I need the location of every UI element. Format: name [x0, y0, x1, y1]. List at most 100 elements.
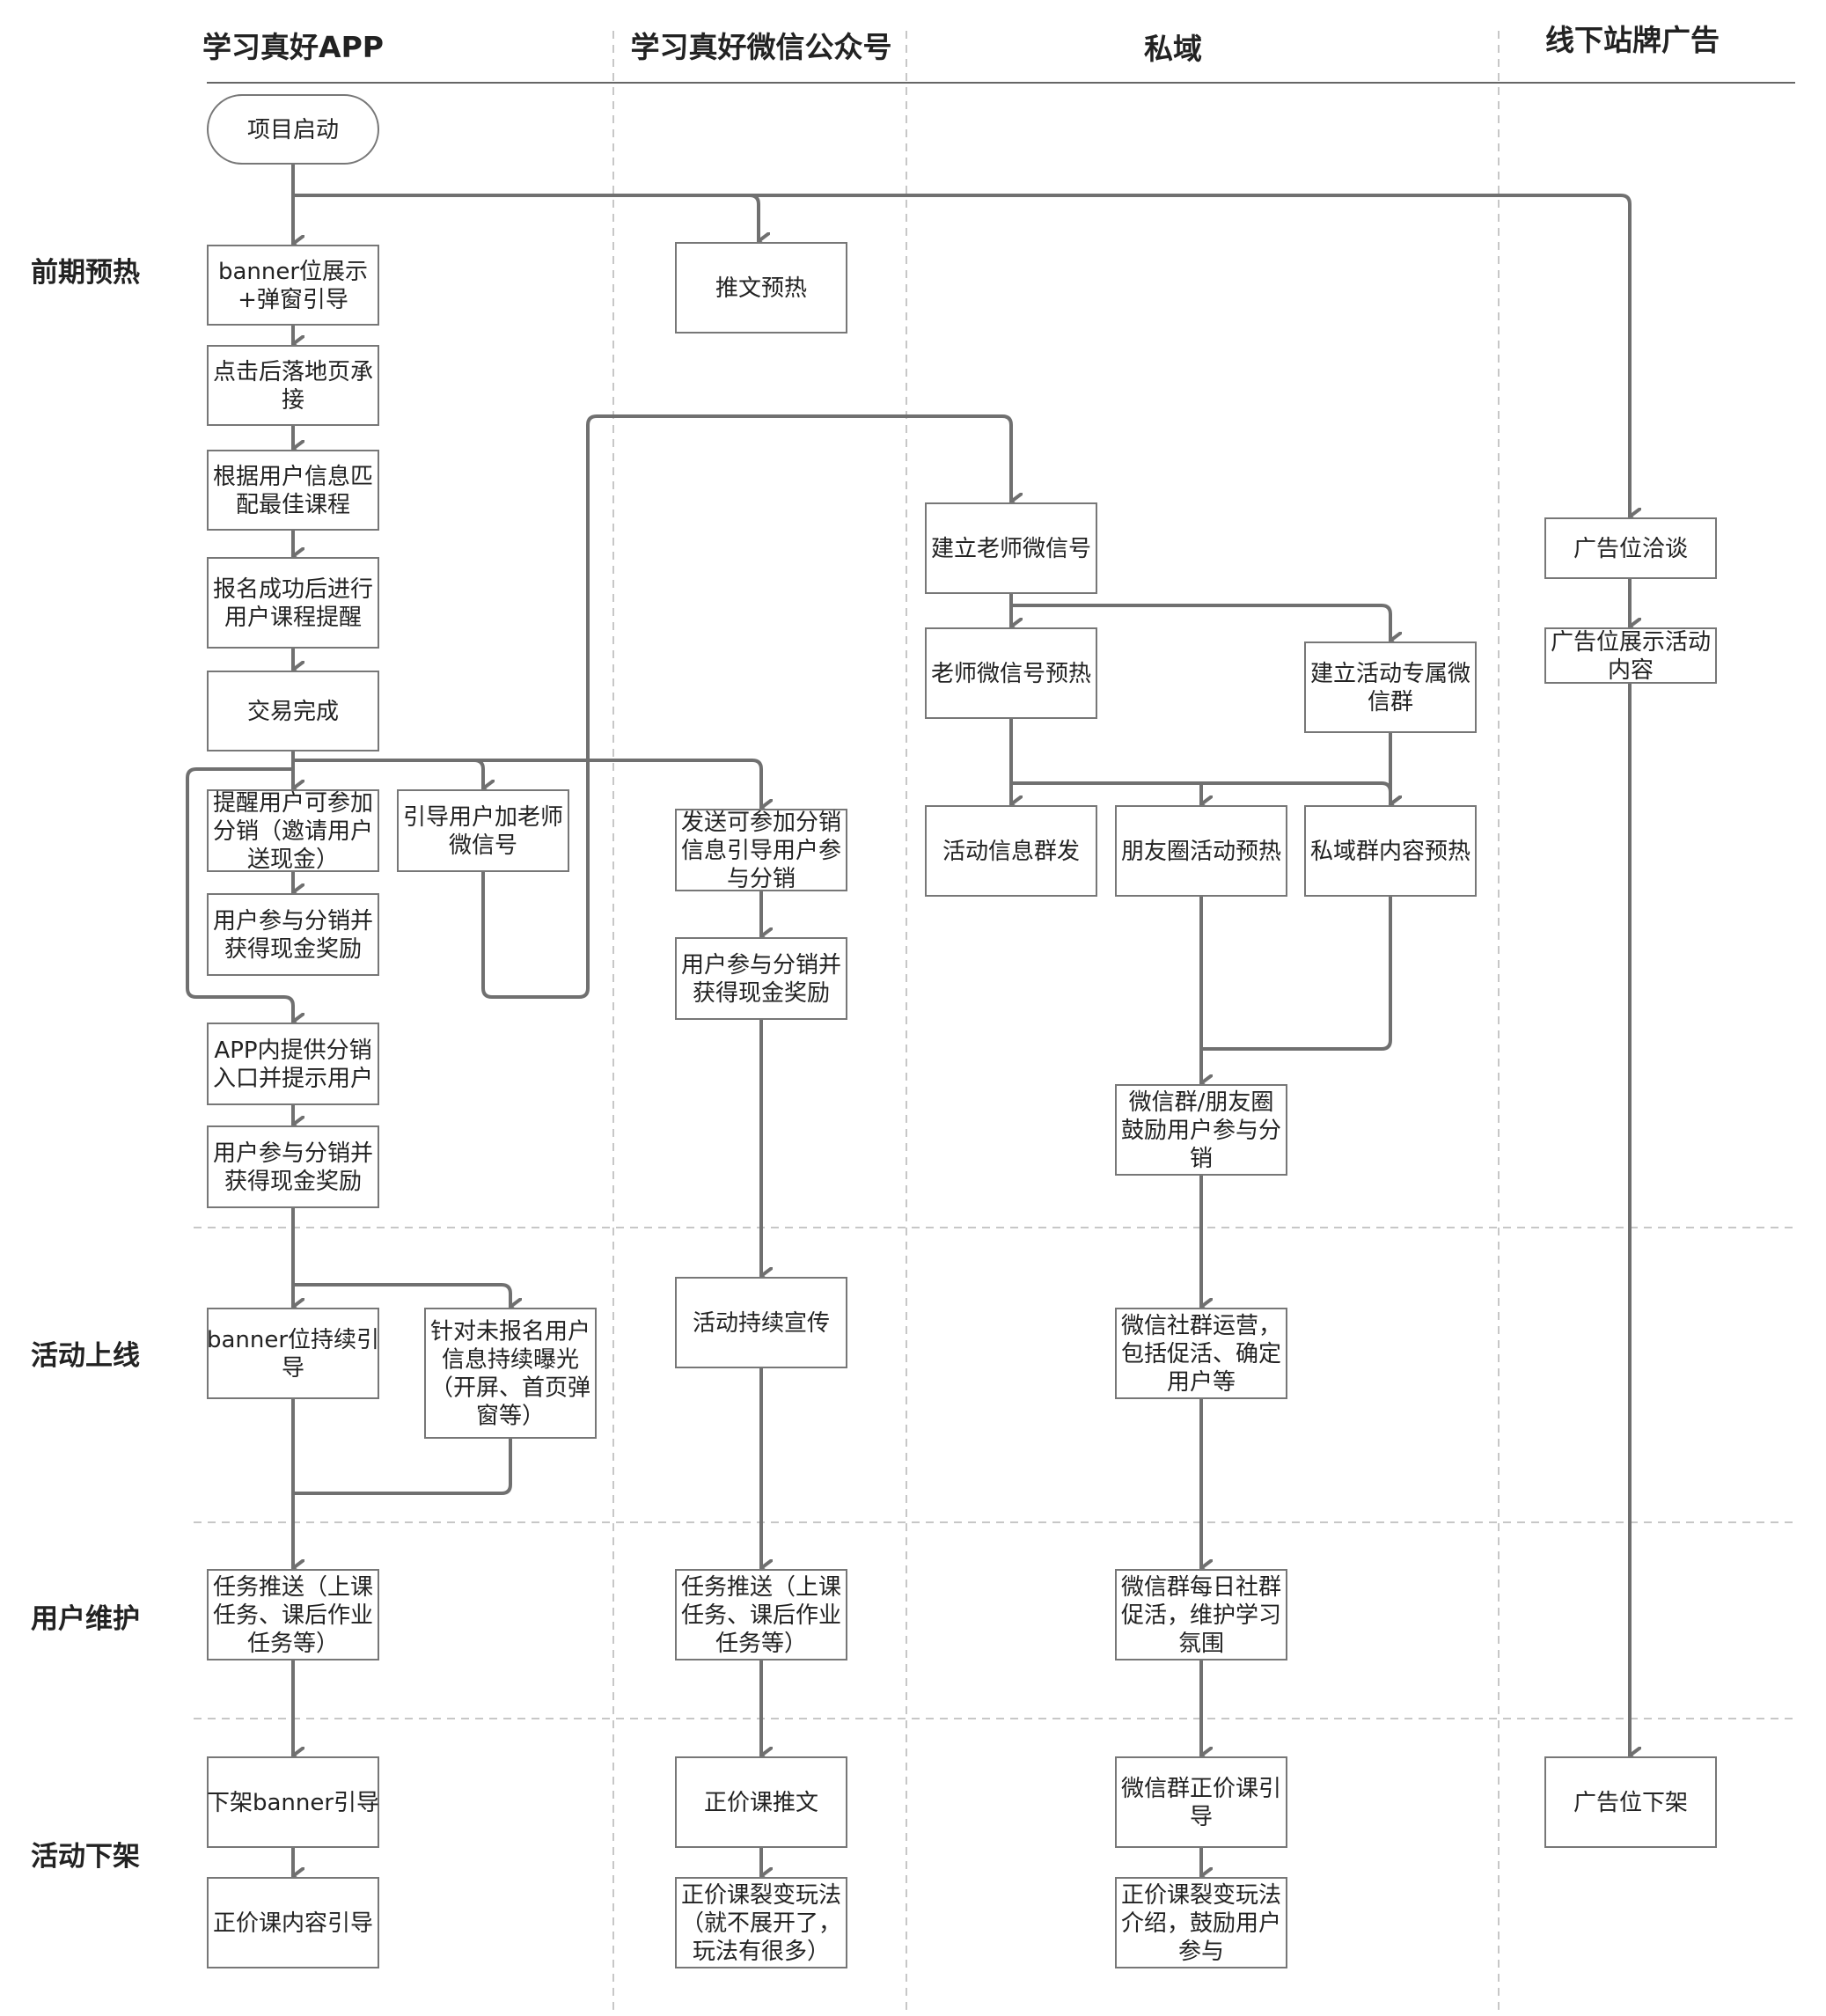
node-label-line: 下架banner引导 — [207, 1790, 379, 1816]
node-label-line: 任务等） — [715, 1631, 807, 1657]
node-box — [675, 937, 847, 1020]
node-label-line: 任务、课后作业 — [213, 1602, 373, 1629]
node-label-line: 建立老师微信号 — [931, 536, 1091, 562]
node-label-line: 信息持续曝光 — [442, 1347, 579, 1374]
node-label-line: 交易完成 — [247, 699, 339, 725]
node-label-line: 微信群正价课引 — [1121, 1776, 1281, 1802]
node-label-line: 玩法有很多） — [693, 1939, 830, 1965]
node-box — [1544, 517, 1717, 579]
node-label-line: banner位持续引 — [207, 1327, 379, 1353]
node-box — [207, 671, 379, 751]
node-label-line: 正价课内容引导 — [213, 1910, 373, 1937]
node-label-line: 微信群/朋友圈 — [1129, 1089, 1274, 1116]
node-label-line: 报名成功后进行 — [213, 576, 373, 603]
node-box — [207, 94, 379, 165]
node-label-line: 针对未报名用户 — [430, 1319, 590, 1345]
node-label-line: 接 — [282, 387, 304, 414]
node-label-line: 广告位展示活动 — [1551, 629, 1711, 656]
node-box — [675, 1569, 847, 1660]
node-label-line: 参与 — [1178, 1939, 1224, 1965]
node-label-line: 入口并提示用户 — [213, 1066, 373, 1092]
node-box — [207, 450, 379, 531]
lane-title-offline: 线下站牌广告 — [1545, 23, 1720, 57]
node-label-line: 任务等） — [247, 1631, 339, 1657]
node-label-line: 私域群内容预热 — [1310, 839, 1470, 865]
node-label-line: 导 — [1190, 1804, 1213, 1830]
node-label-line: 正价课推文 — [704, 1790, 818, 1816]
node-box — [207, 789, 379, 872]
node-label-line: APP内提供分销 — [214, 1037, 371, 1064]
connector-arrow — [291, 759, 483, 788]
node-label-line: 用户参与分销并 — [213, 1140, 373, 1167]
node-label-line: 用户参与分销并 — [681, 952, 841, 979]
flow-node-w1: 推文预热 — [675, 242, 847, 334]
node-label-line: 获得现金奖励 — [224, 1169, 362, 1195]
nodes: 项目启动banner位展示+弹窗引导点击后落地页承接根据用户信息匹配最佳课程报名… — [207, 94, 1717, 1968]
node-label-line: 引导用户加老师 — [403, 804, 563, 831]
node-label-line: 送现金） — [247, 847, 339, 873]
node-box — [207, 1023, 379, 1105]
lane-title-private: 私域 — [1144, 32, 1202, 66]
flow-node-a14: 下架banner引导 — [207, 1756, 379, 1848]
node-label-line: 任务推送（上课 — [213, 1574, 373, 1601]
node-label-line: 介绍，鼓励用户 — [1121, 1910, 1281, 1937]
node-label-line: 正价课裂变玩法 — [1121, 1882, 1281, 1909]
node-label-line: 微信群每日社群 — [1121, 1574, 1281, 1601]
phase-title-online: 活动上线 — [31, 1340, 140, 1372]
node-label-line: （就不展开了， — [681, 1910, 841, 1937]
node-box — [1115, 1308, 1287, 1399]
node-label-line: 正价课裂变玩法 — [681, 1882, 841, 1909]
node-label-line: 建立活动专属微 — [1310, 661, 1470, 687]
node-box — [207, 893, 379, 976]
node-label-line: 信群 — [1368, 689, 1413, 715]
node-label-line: 配最佳课程 — [236, 492, 350, 518]
node-box — [1304, 641, 1477, 733]
connector-arrow — [1009, 604, 1390, 641]
flow-node-start: 项目启动 — [207, 94, 379, 165]
node-box — [675, 1277, 847, 1368]
node-label-line: 活动持续宣传 — [693, 1310, 830, 1337]
node-box — [675, 809, 847, 891]
connector-line — [291, 1436, 512, 1495]
node-label-line: 导 — [282, 1355, 304, 1382]
node-box — [675, 1877, 847, 1968]
node-label-line: 广告位下架 — [1573, 1790, 1688, 1816]
node-label-line: 用户课程提醒 — [224, 605, 362, 631]
node-label-line: 信息引导用户参 — [681, 838, 841, 864]
node-box — [207, 345, 379, 426]
node-box — [207, 245, 379, 326]
node-label-line: 用户等 — [1167, 1369, 1236, 1396]
node-label-line: 微信社群运营， — [1121, 1313, 1281, 1339]
node-label-line: 活动信息群发 — [942, 839, 1080, 865]
connector-arrow — [481, 414, 1011, 999]
node-label-line: +弹窗引导 — [238, 287, 348, 313]
flow-node-a5: 交易完成 — [207, 671, 379, 751]
connector-arrow — [291, 759, 761, 808]
connector-arrow — [291, 194, 759, 241]
node-label-line: 推文预热 — [715, 275, 807, 302]
flow-node-w7: 正价课裂变玩法（就不展开了，玩法有很多） — [675, 1877, 847, 1968]
flow-node-p6: 私域群内容预热 — [1304, 805, 1477, 897]
node-label-line: 分销（邀请用户 — [213, 818, 373, 845]
node-label-line: （开屏、首页弹 — [430, 1375, 590, 1402]
node-box — [1304, 805, 1477, 897]
node-label-line: 用户参与分销并 — [213, 908, 373, 935]
flow-node-o1: 广告位洽谈 — [1544, 517, 1717, 579]
connectors — [186, 162, 1630, 1876]
node-label-line: 提醒用户可参加 — [213, 790, 373, 817]
node-box — [207, 557, 379, 649]
node-label-line: 包括促活、确定 — [1121, 1341, 1281, 1367]
node-label-line: 内容 — [1608, 657, 1654, 684]
node-label-line: 任务、课后作业 — [681, 1602, 841, 1629]
